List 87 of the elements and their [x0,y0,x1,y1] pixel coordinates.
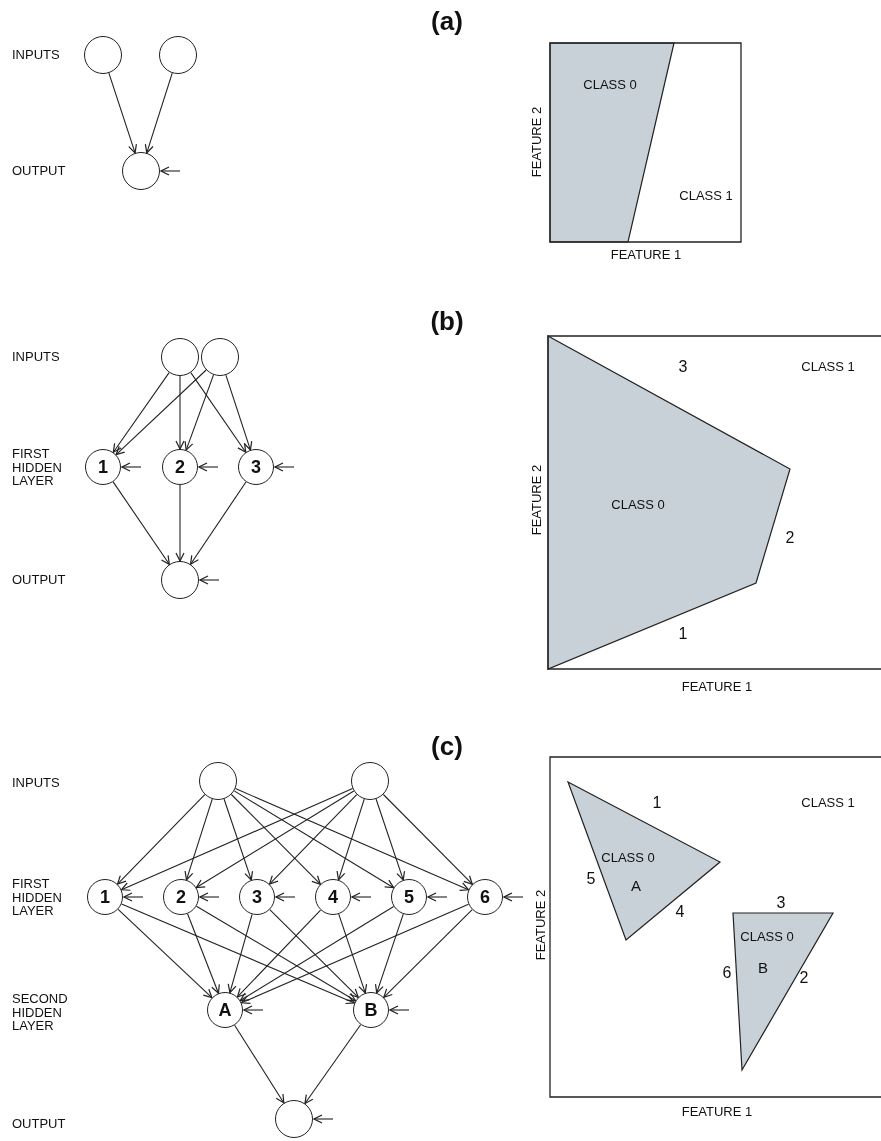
arrow [112,372,170,453]
boundary-number: 3 [776,894,786,912]
bias-arrow [274,462,295,472]
bias-arrow [243,1005,264,1015]
arrow [230,793,321,885]
arrow [187,913,220,994]
bias-arrow [503,892,524,902]
boundary-number: 4 [675,903,685,921]
region-letter: A [631,878,641,894]
bias-arrow [427,892,448,902]
arrow [233,790,395,889]
arrow [190,481,247,565]
arrow [338,913,368,994]
region-letter: B [758,960,768,976]
arrow [304,1024,362,1105]
axis-label: FEATURE 2 [530,464,544,536]
arrow [108,72,137,154]
arrow [184,798,213,881]
class-label: CLASS 1 [679,189,733,203]
class-label: CLASS 1 [801,796,855,810]
arrow [375,798,406,881]
axis-label: FEATURE 1 [610,248,682,262]
boundary-number: 1 [652,794,662,812]
class-label: CLASS 0 [611,498,665,512]
panel-label: (c) [431,733,463,761]
arrow [121,903,356,1005]
panel-label: (a) [431,8,463,36]
arrow [175,375,185,450]
arrow [225,374,253,451]
bias-arrow [199,892,220,902]
arrow [184,374,215,451]
bias-arrow [199,575,220,585]
arrow [383,909,473,998]
layer-label: INPUTS [12,350,60,364]
boundary-number: 6 [722,964,732,982]
arrow [116,794,206,885]
bias-arrow [198,462,219,472]
arrow [234,1024,285,1104]
axis-label: FEATURE 2 [534,889,548,961]
axis-label: FEATURE 2 [530,106,544,178]
layer-label: OUTPUT [12,1117,66,1131]
arrow [239,905,395,1002]
arrow [269,909,359,998]
bias-arrow [275,892,296,902]
arrow [195,905,357,1002]
layer-label: SECOND HIDDEN LAYER [12,991,68,1033]
axis-label: FEATURE 1 [681,1105,753,1119]
arrow [175,484,185,562]
arrow [374,913,404,994]
arrow [268,794,358,885]
bias-arrow [123,892,144,902]
bias-arrow [121,462,142,472]
arrow [382,793,473,885]
layer-label: FIRST HIDDEN LAYER [12,876,62,918]
arrow [240,903,470,1004]
boundary-number: 2 [799,969,809,987]
layer-label: FIRST HIDDEN LAYER [12,446,62,488]
axis-label: FEATURE 1 [681,680,753,694]
arrow [223,798,254,881]
arrow [117,908,213,999]
arrow [120,788,354,891]
layer-label: INPUTS [12,776,60,790]
boundary-number: 5 [586,870,596,888]
arrow [144,72,173,154]
arrow [190,372,247,453]
class-label: CLASS 0 [583,78,637,92]
class-label: CLASS 0 [601,851,655,865]
bias-arrow [351,892,372,902]
arrow [234,788,470,891]
arrow [336,798,365,881]
bias-arrow [389,1005,410,1015]
boundary-number: 1 [678,625,688,643]
arrow [227,913,253,994]
class-label: CLASS 1 [801,360,855,374]
arrow [115,369,207,456]
arrow [236,909,322,998]
layer-label: OUTPUT [12,164,66,178]
arrow [112,481,170,565]
layer-label: INPUTS [12,48,60,62]
arrow [195,790,355,889]
boundary-number: 2 [785,529,795,547]
boundary-number: 3 [678,358,688,376]
panel-label: (b) [430,308,464,336]
bias-arrow [313,1114,334,1124]
class-label: CLASS 0 [740,930,794,944]
layer-label: OUTPUT [12,573,66,587]
bias-arrow [160,166,181,176]
